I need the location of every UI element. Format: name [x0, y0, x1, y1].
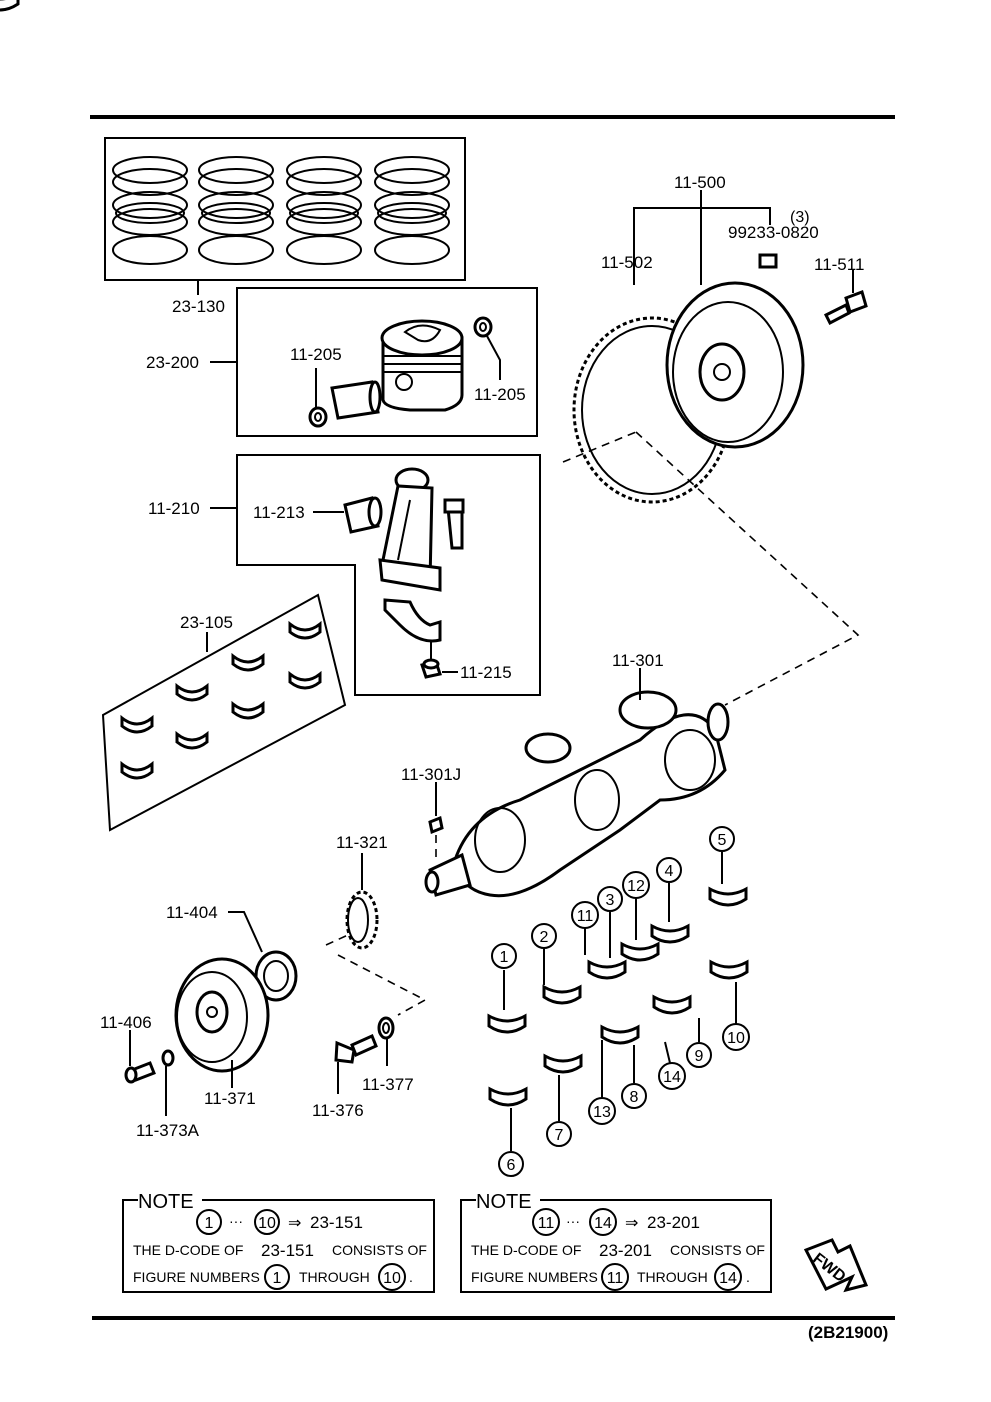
alignment-line-pulley	[325, 924, 427, 1016]
bearing-no-4: 4	[656, 857, 682, 922]
bearing-no-10: 10	[722, 982, 750, 1051]
note1-line3-end-num: 10	[383, 1270, 401, 1287]
note1-line3-mid: THROUGH	[299, 1269, 370, 1285]
note2-line3-mid: THROUGH	[637, 1269, 708, 1285]
label-pulley-plate: 11-404	[166, 903, 218, 922]
crank-pulley-assembly	[124, 950, 395, 1084]
label-pulley-lock-bolt: 11-376	[312, 1101, 364, 1120]
note2-arrow: ⇒	[625, 1215, 638, 1232]
bearing-no-9: 9	[686, 1018, 712, 1068]
bearing-label-9: 9	[695, 1048, 704, 1065]
note2-range-end: 14	[594, 1215, 612, 1232]
leader-pin-clip-right	[486, 335, 501, 380]
label-crankshaft: 11-301	[612, 651, 664, 670]
bearing-label-2: 2	[540, 929, 549, 946]
label-crank-key: 11-301J	[401, 765, 461, 784]
note1-line2-prefix: THE D-CODE OF	[133, 1242, 243, 1258]
crankshaft	[424, 690, 730, 898]
note2-line2-prefix: THE D-CODE OF	[471, 1242, 581, 1258]
note2-heading: NOTE	[476, 1191, 532, 1213]
bearing-label-8: 8	[630, 1089, 639, 1106]
note1-line2-suffix: CONSISTS OF	[332, 1242, 427, 1258]
note2-line3-end: .	[746, 1269, 750, 1285]
note2-code: 23-201	[647, 1213, 700, 1232]
note1-ellipsis: ···	[229, 1213, 243, 1229]
bearing-no-8: 8	[621, 1045, 647, 1109]
bearing-no-6: 6	[498, 1108, 524, 1177]
flywheel-assembly	[572, 253, 868, 504]
bearing-label-6: 6	[507, 1157, 516, 1174]
bearing-label-12: 12	[627, 878, 645, 895]
bearing-label-14: 14	[663, 1069, 681, 1086]
bearing-label-7: 7	[555, 1127, 564, 1144]
leader-pulley-plate	[228, 911, 263, 953]
note2-ellipsis: ···	[566, 1213, 580, 1229]
label-dowel-qty: (3)	[790, 209, 810, 226]
note-box-1: NOTE 1 ··· 10 ⇒ 23-151 THE D-CODE OF 23-…	[122, 1191, 435, 1293]
note1-code: 23-151	[310, 1213, 363, 1232]
bearing-no-1: 1	[491, 943, 517, 1010]
label-flywheel: 11-500	[674, 173, 726, 192]
note2-line3-end-num: 14	[719, 1270, 737, 1287]
note1-line3-end: .	[409, 1269, 413, 1285]
connecting-rod-set	[236, 454, 541, 696]
label-conrod-nut: 11-215	[460, 663, 512, 682]
label-ring-set: 23-130	[172, 297, 225, 316]
note2-range-start: 11	[538, 1215, 555, 1232]
bearing-no-14: 14	[658, 1041, 686, 1090]
label-conrod-bush: 11-213	[253, 503, 305, 522]
label-conrod-set: 11-210	[148, 499, 200, 518]
bearing-no-5: 5	[709, 826, 735, 884]
note1-range-end: 10	[258, 1215, 276, 1232]
note1-arrow: ⇒	[288, 1215, 301, 1232]
note1-line2-code: 23-151	[261, 1241, 314, 1260]
note1-range-start: 1	[205, 1215, 214, 1232]
note2-line2-suffix: CONSISTS OF	[670, 1242, 765, 1258]
bearing-no-11: 11	[571, 901, 599, 955]
label-pulley-bolt: 11-406	[100, 1013, 152, 1032]
label-flywheel-bolt: 11-511	[814, 255, 864, 274]
figure-code: (2B21900)	[808, 1323, 888, 1342]
note1-heading: NOTE	[138, 1191, 194, 1213]
label-pin-clip-right: 11-205	[474, 385, 526, 404]
label-pulley: 11-371	[204, 1089, 256, 1108]
bearing-label-10: 10	[727, 1030, 745, 1047]
bearing-label-4: 4	[665, 863, 674, 880]
bearing-no-7: 7	[546, 1075, 572, 1147]
piston-set	[236, 287, 538, 437]
circled-numbers: 1 2 3 4 5 6 7 8 9 10 11 12 13 14	[491, 826, 750, 1177]
label-piston-set: 23-200	[146, 353, 199, 372]
bearing-shells	[0, 0, 749, 1107]
label-pulley-lock-washer: 11-377	[362, 1075, 414, 1094]
main-bearing-set	[0, 0, 347, 832]
label-pin-clip-left: 11-205	[290, 345, 342, 364]
timing-pulley	[345, 890, 379, 950]
label-ring-gear: 11-502	[601, 253, 653, 272]
bearing-no-12: 12	[622, 871, 650, 940]
bearing-no-13: 13	[588, 1040, 616, 1125]
bearing-no-3: 3	[597, 886, 623, 958]
note2-line3-prefix: FIGURE NUMBERS	[471, 1269, 598, 1285]
bearing-label-13: 13	[593, 1104, 611, 1121]
note1-line3-start: 1	[273, 1270, 282, 1287]
piston-ring-set	[104, 137, 466, 281]
note2-line2-code: 23-201	[599, 1241, 652, 1260]
note2-line3-start: 11	[607, 1270, 624, 1287]
bearing-label-5: 5	[718, 832, 727, 849]
bearing-label-3: 3	[606, 892, 615, 909]
label-pulley-washer: 11-373A	[136, 1121, 200, 1140]
label-timing-pulley: 11-321	[336, 833, 388, 852]
bearing-no-2: 2	[531, 923, 557, 985]
forward-arrow-icon: FWD	[803, 1238, 869, 1293]
bearing-label-1: 1	[500, 949, 509, 966]
label-bearing-set: 23-105	[180, 613, 233, 632]
label-dowel-pin: 99233-0820	[728, 223, 819, 242]
note-box-2: NOTE 11 ··· 14 ⇒ 23-201 THE D-CODE OF 23…	[460, 1191, 772, 1293]
alignment-line-flywheel	[562, 431, 860, 706]
bearing-label-11: 11	[577, 908, 594, 925]
note1-line3-prefix: FIGURE NUMBERS	[133, 1269, 260, 1285]
